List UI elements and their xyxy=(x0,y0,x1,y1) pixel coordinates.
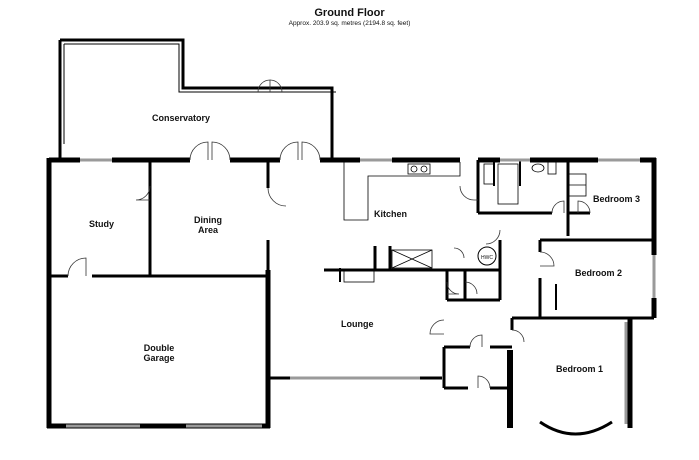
room-label-hwc: HWC xyxy=(481,255,493,261)
conservatory-walls xyxy=(58,38,336,160)
floor-area-subtitle: Approx. 203.9 sq. metres (2194.8 sq. fee… xyxy=(288,20,411,27)
dining-label-line2: Area xyxy=(197,225,218,235)
outer-walls xyxy=(46,157,657,429)
garage-label-line1: Double xyxy=(143,343,175,353)
windows xyxy=(66,158,656,428)
room-label-bedroom2: Bedroom 2 xyxy=(575,268,623,278)
room-label-bedroom1: Bedroom 1 xyxy=(556,364,604,374)
interior-walls xyxy=(49,160,654,390)
room-label-garage: Double Garage xyxy=(139,343,179,363)
hwc-cylinder xyxy=(477,246,497,266)
kitchen-fittings xyxy=(343,162,461,283)
room-label-study: Study xyxy=(89,219,115,229)
room-label-bedroom3: Bedroom 3 xyxy=(593,194,641,204)
room-label-dining: Dining Area xyxy=(188,215,228,235)
bathroom-fittings xyxy=(483,161,587,205)
floor-title: Ground Floor xyxy=(314,7,385,19)
room-label-conservatory: Conservatory xyxy=(152,113,211,123)
dining-label-line1: Dining xyxy=(194,215,222,225)
door-swings xyxy=(67,79,591,389)
bedroom1-bay xyxy=(539,420,613,436)
room-label-kitchen: Kitchen xyxy=(374,209,408,219)
room-label-lounge: Lounge xyxy=(341,319,374,329)
garage-label-line2: Garage xyxy=(143,353,175,363)
